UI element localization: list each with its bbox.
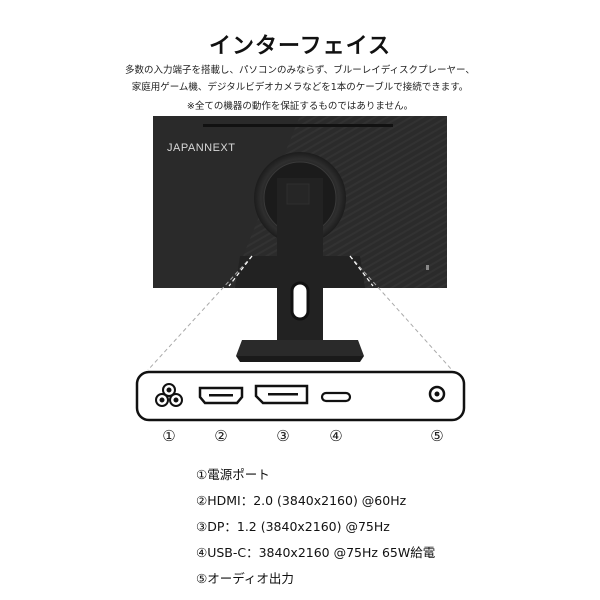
port-marker-1: ① — [162, 427, 176, 445]
monitor-stand — [236, 178, 364, 362]
spec-dp: ③DP：1.2 (3840x2160) @75Hz — [196, 519, 390, 534]
description-line-1: 多数の入力端子を搭載し、パソコンのみならず、ブルーレイディスクプレーヤー、 — [125, 65, 475, 76]
disclaimer: ※全ての機器の動作を保証するものではありません。 — [186, 101, 414, 112]
hdmi-port-icon — [198, 386, 244, 405]
page-title: インターフェイス — [208, 34, 392, 59]
port-marker-5: ⑤ — [430, 427, 444, 445]
power-port-icon — [155, 383, 183, 407]
port-marker-3: ③ — [276, 427, 290, 445]
port-marker-4: ④ — [329, 427, 343, 445]
callout-lines — [147, 255, 453, 371]
displayport-icon — [254, 384, 309, 405]
spec-audio: ⑤オーディオ出力 — [196, 571, 294, 586]
spec-usb-c: ④USB-C：3840x2160 @75Hz 65W給電 — [196, 545, 436, 560]
usb-c-port-icon — [320, 391, 352, 403]
port-marker-2: ② — [214, 427, 228, 445]
audio-out-icon — [428, 385, 446, 403]
spec-power: ①電源ポート — [196, 467, 270, 482]
description-line-2: 家庭用ゲーム機、デジタルビデオカメラなどを1本のケーブルで接続できます。 — [131, 82, 469, 93]
spec-hdmi: ②HDMI：2.0 (3840x2160) @60Hz — [196, 493, 407, 508]
brand-logo: JAPANNEXT — [167, 142, 235, 154]
